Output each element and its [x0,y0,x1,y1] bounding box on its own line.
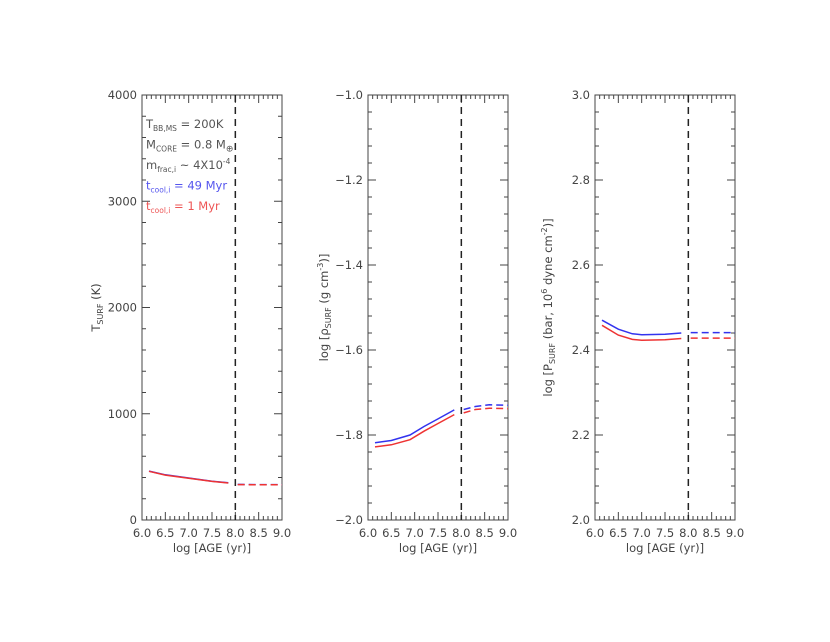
series-line-dashed [463,404,509,411]
annotation-block: TBB,MS = 200K MCORE = 0.8 M⊕ mfrac,i ~ 4X1… [145,117,233,215]
series-line [601,319,682,336]
y-tick-label: 4000 [108,88,137,102]
x-tick-label: 6.0 [359,526,377,540]
y-tick-label: 1000 [108,407,137,421]
x-tick-label: 6.5 [609,526,627,540]
plot-frame [594,94,736,521]
x-axis-label: log [AGE (yr)] [626,541,704,555]
y-tick-label: 3.0 [572,88,590,102]
y-tick-label: −1.4 [335,258,363,272]
plot-frame [367,94,509,521]
panel-density: 6.0 6.5 7.0 7.5 8.0 8.5 9.0 −2.0 −1.8 −1.6 −1.4 −1.… [316,88,517,555]
y-tick-label: 2.0 [572,513,590,527]
x-axis-label: log [AGE (yr)] [399,541,477,555]
x-tick-label: 8.0 [679,526,697,540]
x-tick-label: 9.0 [726,526,744,540]
x-tick-label: 8.5 [476,526,494,540]
annotation-line: MCORE = 0.8 M⊕ [146,138,233,155]
x-tick-label: 8.0 [452,526,470,540]
series-line [374,409,455,444]
x-tick-label: 7.5 [656,526,674,540]
annotation-line: tcool,i = 1 Myr [146,199,220,215]
x-tick-label: 9.0 [499,526,517,540]
y-tick-label: 2.6 [572,258,590,272]
series-line [148,470,229,484]
annotation-line: TBB,MS = 200K [145,117,224,133]
y-axis-label: TSURF (K) [89,283,105,332]
y-axis-label: log [ρSURF (g cm-3)] [316,254,333,362]
annotation-line: mfrac,i ~ 4X10-4 [146,157,231,174]
x-tick-label: 7.5 [429,526,447,540]
panel-pressure: 6.0 6.5 7.0 7.5 8.0 8.5 9.0 2.0 2.2 2.4 2.6 2.8 3.0 l… [540,88,744,555]
y-tick-label: 2.2 [572,428,590,442]
panel-temperature: 6.0 6.5 7.0 7.5 8.0 8.5 9.0 0 1000 2000 3000 4000 lo… [89,88,291,555]
x-tick-label: 6.0 [133,526,151,540]
x-tick-label: 6.5 [156,526,174,540]
series-line-dashed [463,407,509,414]
y-tick-label: 3000 [108,194,137,208]
y-tick-label: −1.0 [335,88,363,102]
x-tick-label: 7.5 [203,526,221,540]
y-tick-label: 2000 [108,301,137,315]
y-tick-label: 0 [130,513,137,527]
x-tick-label: 7.0 [406,526,424,540]
y-tick-label: 2.4 [572,343,590,357]
series-line [148,470,229,484]
annotation-line: tcool,i = 49 Myr [146,179,227,195]
y-tick-label: −2.0 [335,513,363,527]
y-axis-label: log [PSURF (bar, 106 dyne cm-2)] [540,218,557,396]
series-line [601,324,682,341]
y-tick-label: −1.2 [335,173,363,187]
x-tick-label: 6.5 [382,526,400,540]
x-tick-label: 7.0 [633,526,651,540]
y-tick-label: −1.8 [335,428,363,442]
x-tick-label: 8.5 [250,526,268,540]
x-tick-label: 8.0 [226,526,244,540]
x-tick-label: 6.0 [586,526,604,540]
x-axis-label: log [AGE (yr)] [173,541,251,555]
x-tick-label: 8.5 [703,526,721,540]
y-tick-label: 2.8 [572,173,590,187]
y-tick-label: −1.6 [335,343,363,357]
x-tick-label: 9.0 [273,526,291,540]
series-line [374,413,455,448]
x-tick-label: 7.0 [180,526,198,540]
